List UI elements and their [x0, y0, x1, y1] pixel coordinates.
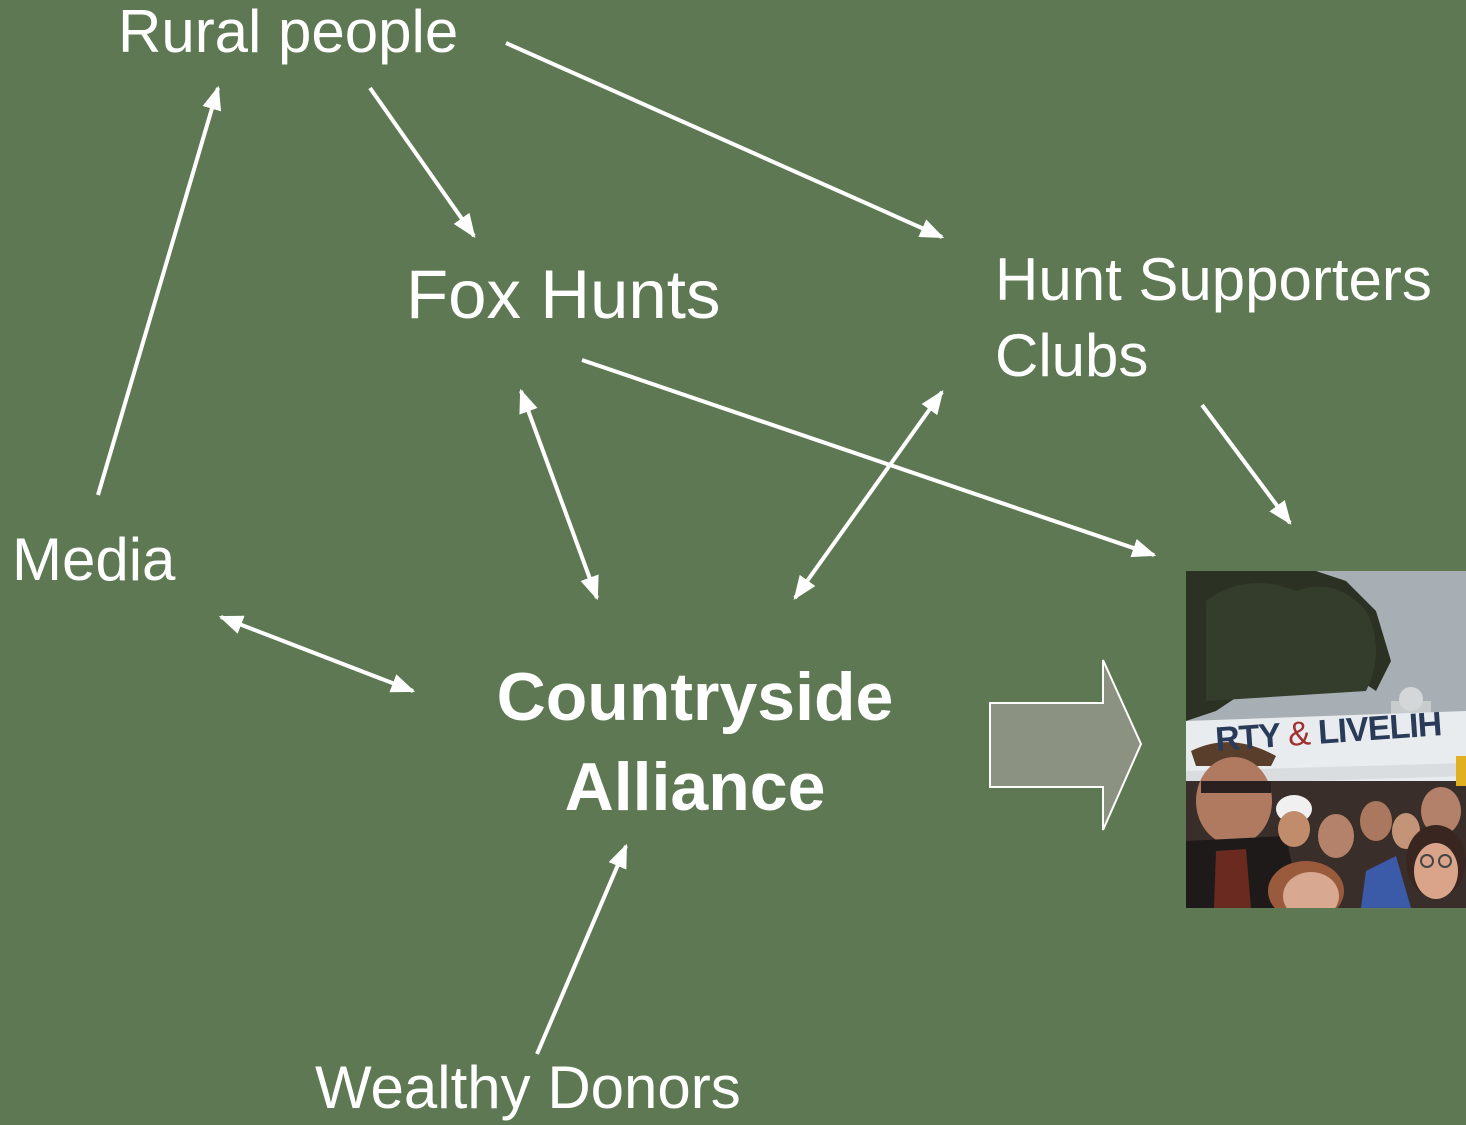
photo-banner-main: RTY — [1214, 716, 1281, 759]
node-hunt-supporters-line2: Clubs — [995, 322, 1149, 389]
arrow-rural-to-hunt-supporters — [505, 41, 945, 239]
arrow-fox-countryside — [519, 388, 599, 601]
protest-photo-illustration — [1186, 571, 1466, 908]
node-countryside-alliance-line1: Countryside — [496, 659, 894, 735]
arrow-media-to-rural — [96, 85, 222, 496]
node-rural-people: Rural people — [118, 0, 459, 65]
node-fox-hunts: Fox Hunts — [406, 256, 721, 333]
protest-photo: RTY & LIVELIH — [1186, 571, 1466, 908]
node-wealthy-donors: Wealthy Donors — [315, 1054, 741, 1121]
photo-banner-tail: LIVELIH — [1316, 705, 1443, 752]
node-hunt-supporters-line1: Hunt Supporters — [995, 246, 1432, 313]
arrow-media-countryside — [218, 615, 416, 693]
node-media: Media — [12, 526, 176, 593]
arrow-hunt-supporters-to-photo — [1200, 403, 1292, 525]
photo-banner-amp: & — [1286, 714, 1311, 754]
arrow-donors-to-countryside — [535, 843, 628, 1055]
node-hunt-supporters-clubs: Hunt Supporters Clubs — [995, 242, 1432, 394]
node-countryside-alliance: Countryside Alliance — [455, 652, 935, 832]
arrow-rural-to-fox — [368, 86, 476, 238]
arrow-hunt-supporters-countryside — [793, 390, 944, 600]
node-countryside-alliance-line2: Alliance — [564, 749, 826, 825]
